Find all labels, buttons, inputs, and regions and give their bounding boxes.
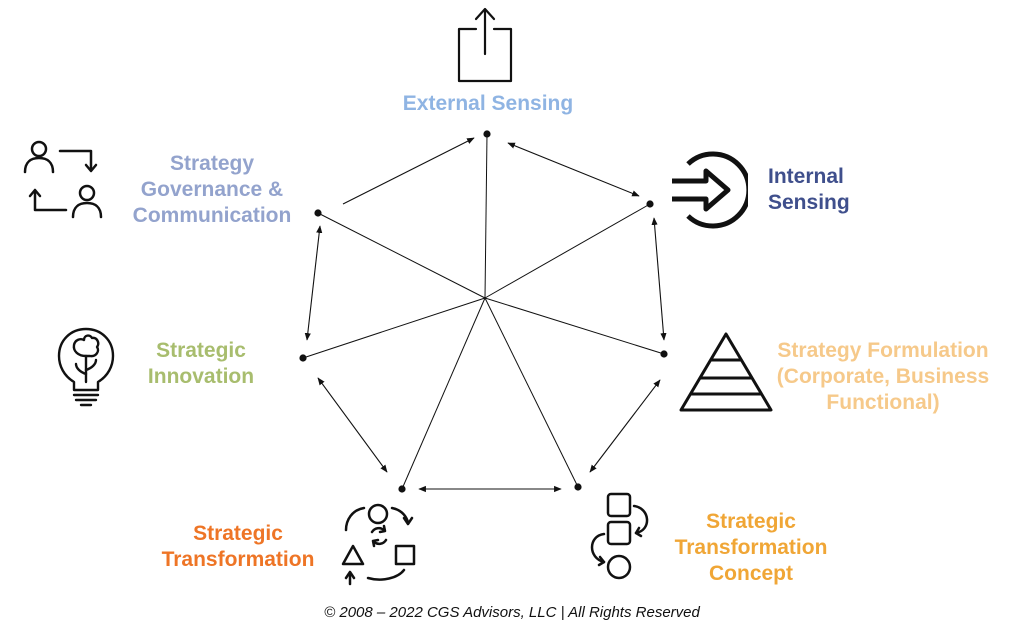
node-label-strategy-governance: Strategy Governance & Communication — [112, 151, 312, 229]
label-line: (Corporate, Business — [776, 365, 990, 388]
dot-internal-sensing — [646, 200, 654, 208]
copyright-footer: © 2008 – 2022 CGS Advisors, LLC | All Ri… — [324, 604, 700, 621]
label-line: Innovation — [147, 365, 255, 388]
label-line: External Sensing — [402, 92, 574, 115]
label-line: Functional) — [826, 391, 940, 414]
label-line: Strategic — [706, 510, 796, 533]
label-line: Transformation — [161, 548, 315, 571]
arrow-transformation-innovation — [317, 377, 388, 473]
label-line: Internal — [768, 165, 844, 188]
label-line: Sensing — [768, 191, 850, 214]
node-dots — [299, 130, 668, 493]
node-label-strategic-transformation: Strategic Transformation — [148, 521, 328, 573]
label-line: Strategy — [169, 152, 255, 175]
dot-strategic-transformation-concept — [574, 483, 582, 491]
label-line: Strategic — [156, 339, 246, 362]
dot-strategy-governance — [314, 209, 322, 217]
people-exchange-icon — [23, 140, 103, 219]
node-label-internal-sensing: Internal Sensing — [768, 164, 850, 216]
dot-strategic-transformation — [398, 485, 406, 493]
arrow-governance-to-external — [342, 137, 475, 205]
shapes-cycle-icon — [341, 503, 416, 586]
label-line: Strategic — [193, 522, 283, 545]
arrow-formulation-concept — [589, 379, 661, 473]
label-line: Concept — [709, 562, 793, 585]
spoke-strategic-transformation — [401, 297, 486, 490]
node-label-strategic-transformation-concept: Strategic Transformation Concept — [656, 509, 846, 587]
label-line: Governance & — [140, 178, 284, 201]
spoke-strategic-transformation-concept — [484, 297, 579, 488]
node-label-strategy-formulation: Strategy Formulation (Corporate, Busines… — [758, 338, 1008, 416]
label-line: Communication — [132, 204, 292, 227]
dot-strategic-innovation — [299, 354, 307, 362]
pyramid-icon — [679, 332, 773, 412]
spoke-strategic-innovation — [302, 297, 486, 359]
dot-strategy-formulation — [660, 350, 668, 358]
dot-external-sensing — [483, 130, 491, 138]
spoke-lines — [302, 133, 665, 490]
spoke-internal-sensing — [484, 203, 651, 299]
arrow-internal-formulation — [651, 217, 667, 341]
arrow-into-circle-icon — [672, 151, 748, 229]
stacked-squares-flow-icon — [590, 492, 649, 580]
connector-arrows — [304, 137, 667, 493]
spoke-strategy-governance — [317, 212, 486, 299]
spoke-strategy-formulation — [484, 297, 665, 355]
label-line: Strategy Formulation — [777, 339, 989, 362]
node-label-strategic-innovation: Strategic Innovation — [126, 338, 276, 390]
arrow-innovation-governance — [304, 225, 323, 341]
share-upload-icon — [457, 7, 513, 83]
label-line: Transformation — [674, 536, 828, 559]
arrow-external-internal — [507, 142, 640, 197]
lightbulb-brain-icon — [57, 327, 115, 407]
node-label-external-sensing: External Sensing — [356, 91, 620, 117]
spoke-external-sensing — [484, 133, 488, 299]
